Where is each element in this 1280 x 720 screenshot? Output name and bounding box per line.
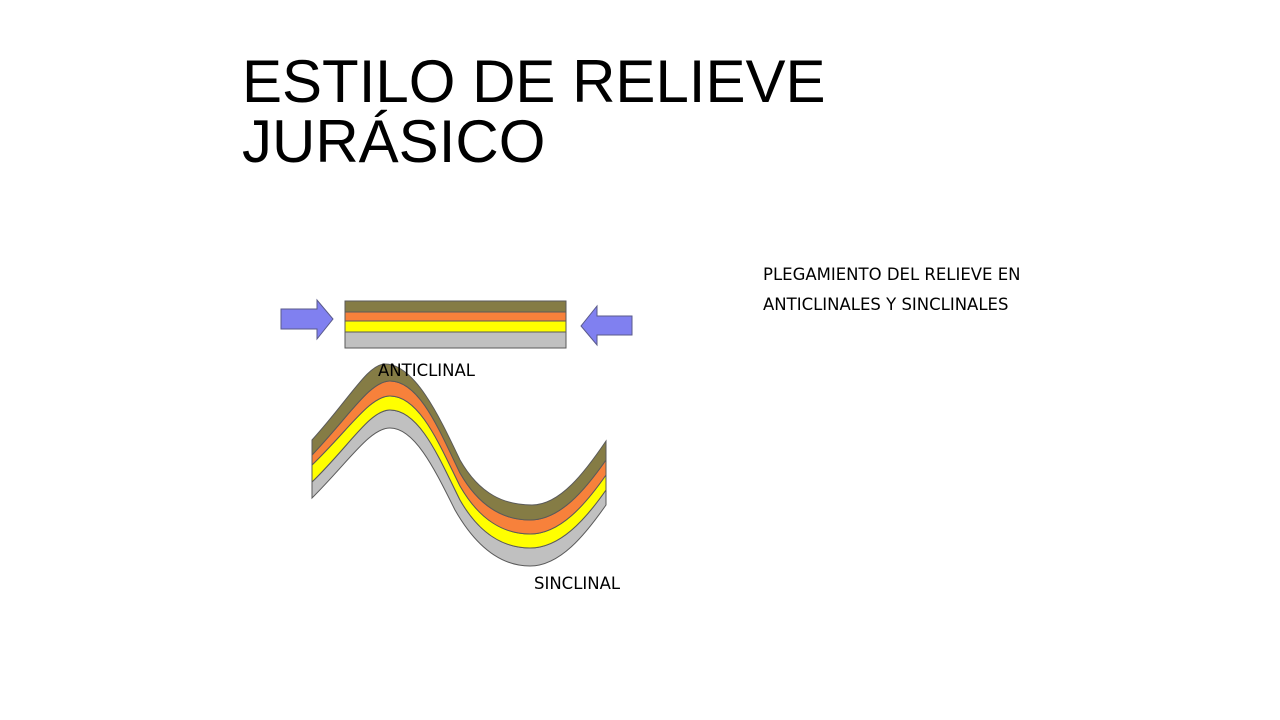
- caption: PLEGAMIENTO DEL RELIEVE EN ANTICLINALES …: [763, 260, 1021, 320]
- flat-layer-yellow: [345, 321, 566, 332]
- title-line-1: ESTILO DE RELIEVE: [242, 48, 826, 115]
- folded-layer-top: [311, 363, 607, 521]
- folded-strata: [311, 363, 607, 567]
- flat-strata-outline: [344, 300, 567, 349]
- anticlinal-label: ANTICLINAL: [378, 361, 475, 380]
- compression-arrow-right-icon: [280, 298, 334, 341]
- flat-layer-top: [345, 301, 566, 312]
- caption-line-1: PLEGAMIENTO DEL RELIEVE EN: [763, 265, 1021, 284]
- slide-title: ESTILO DE RELIEVE JURÁSICO: [242, 52, 826, 172]
- flat-strata: [344, 300, 567, 349]
- title-line-2: JURÁSICO: [242, 108, 546, 175]
- caption-line-2: ANTICLINALES Y SINCLINALES: [763, 295, 1009, 314]
- sinclinal-label: SINCLINAL: [534, 574, 621, 593]
- flat-layer-gray: [345, 332, 566, 348]
- flat-layer-orange: [345, 312, 566, 321]
- compression-arrow-left-icon: [580, 304, 633, 347]
